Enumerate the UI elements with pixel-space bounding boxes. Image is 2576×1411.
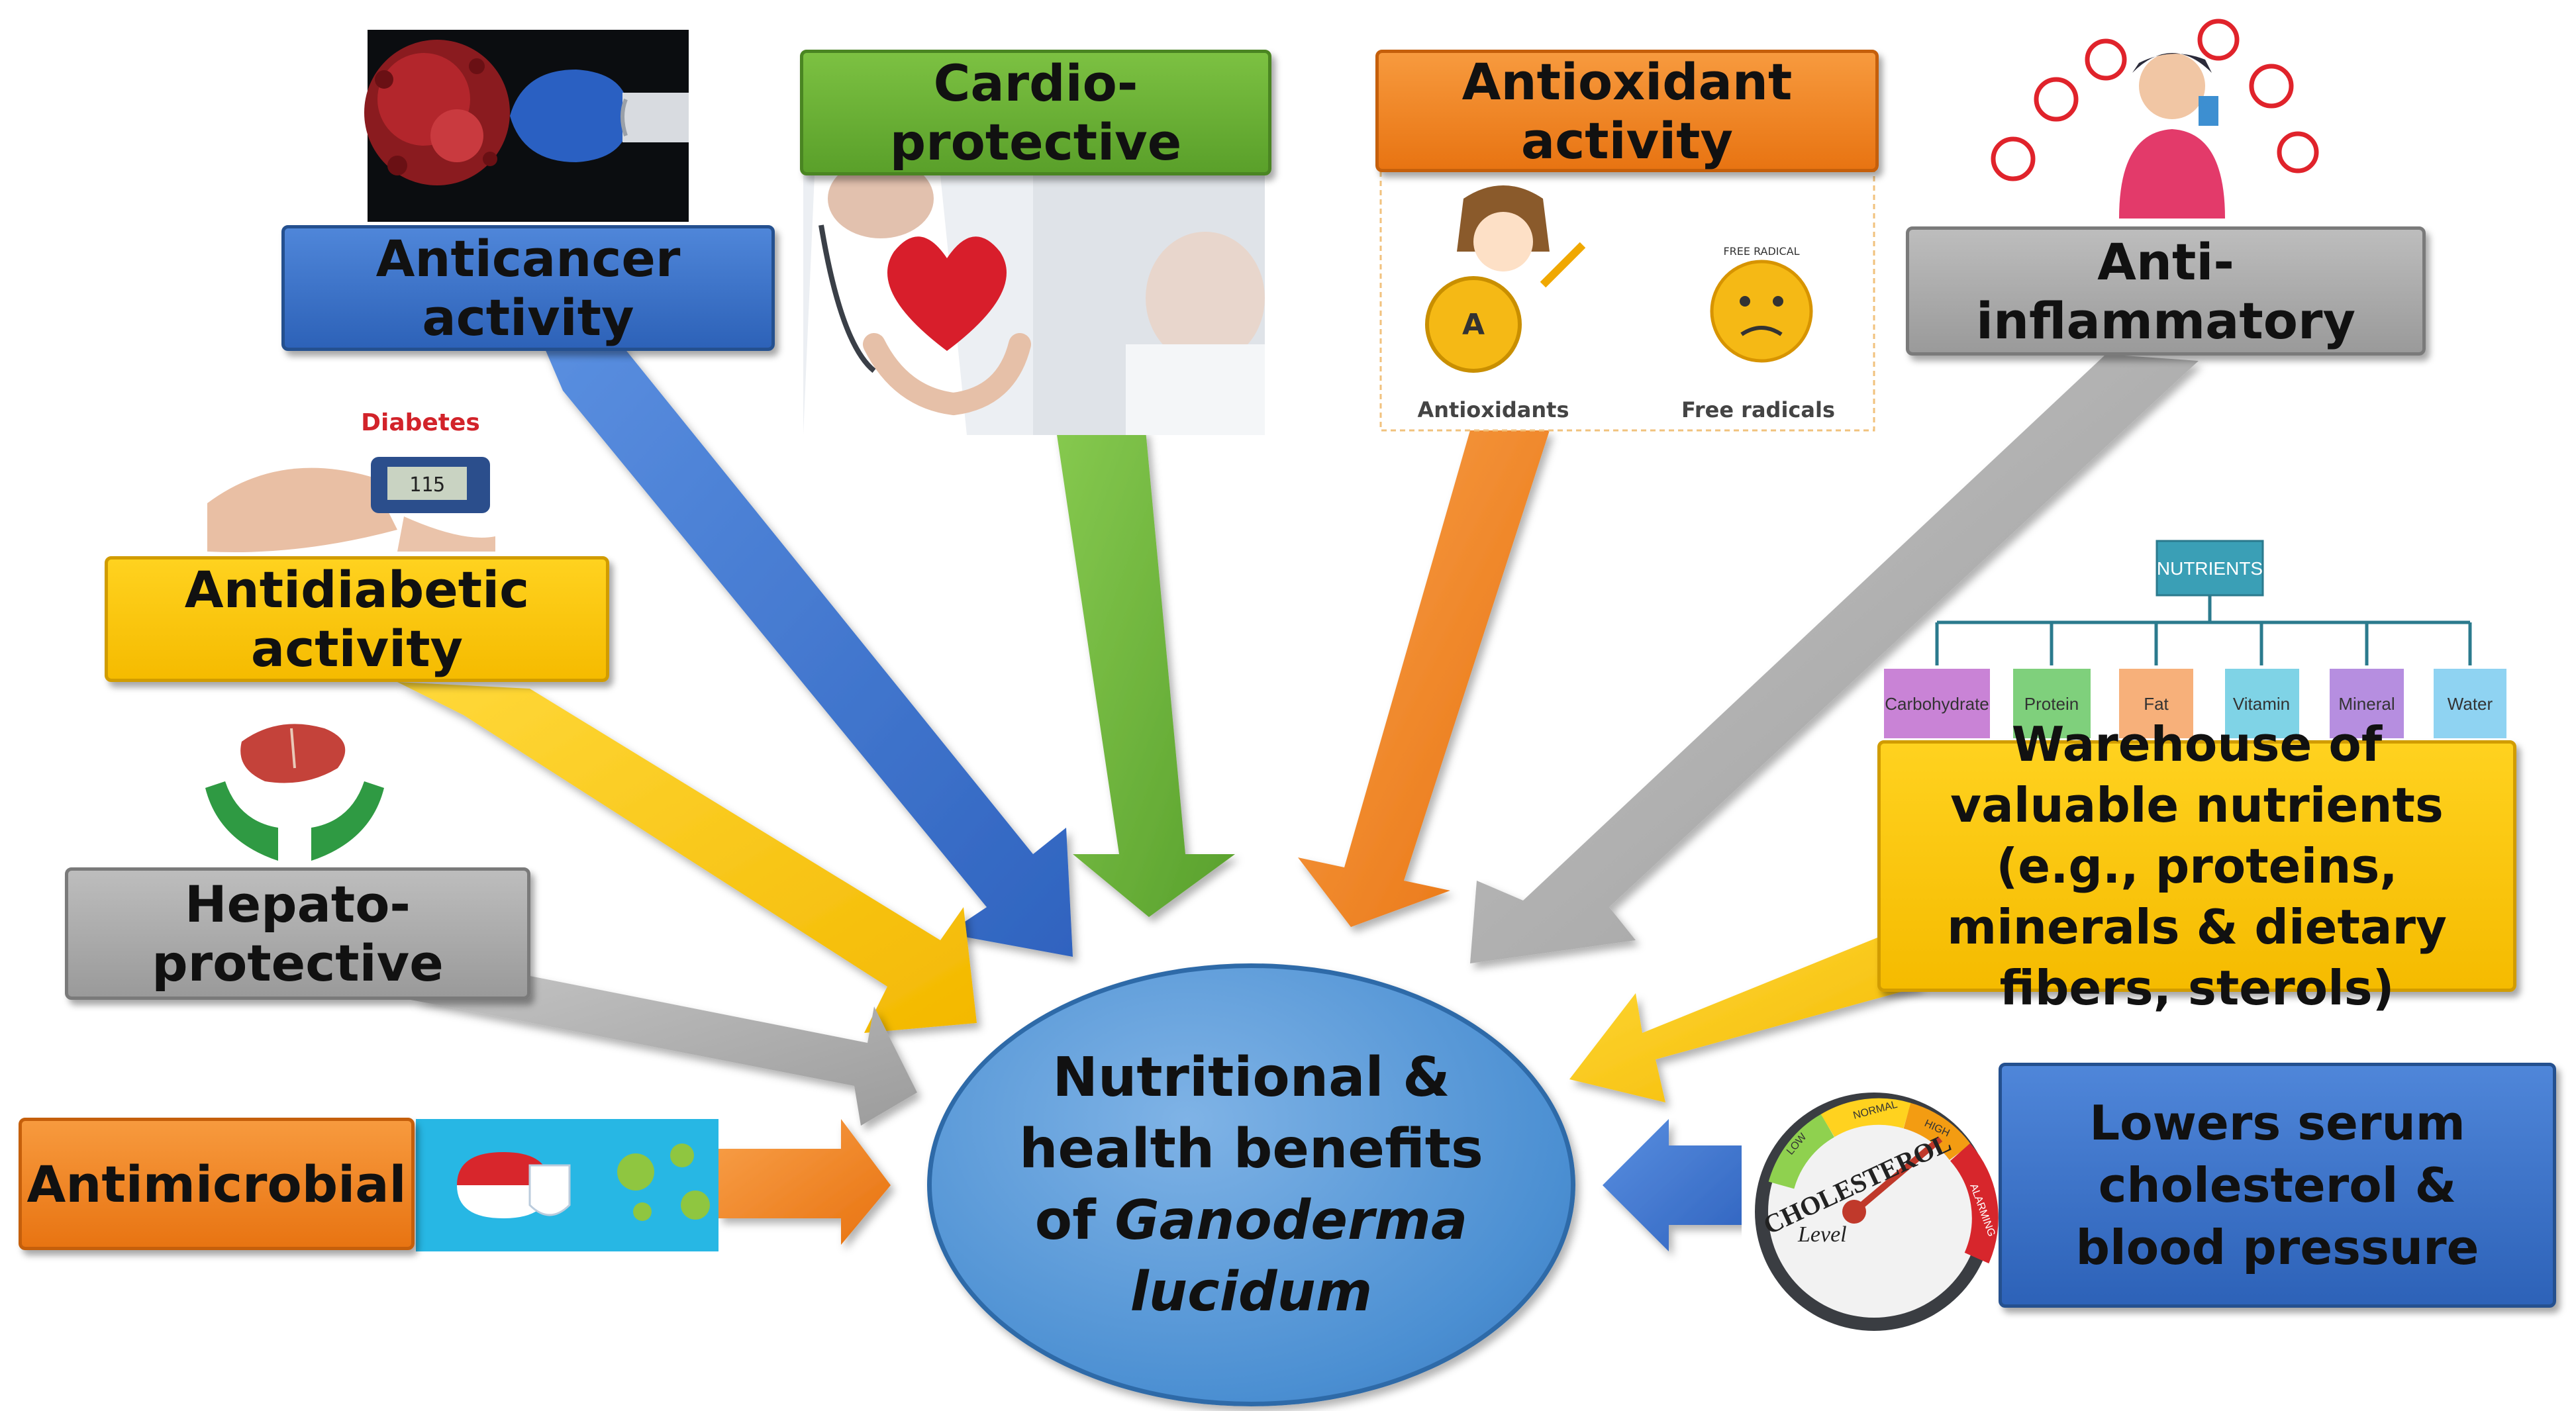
person-face-icon bbox=[2139, 53, 2205, 119]
antioxidants-caption: Antioxidants bbox=[1417, 397, 1569, 422]
boxing-glove-icon bbox=[510, 70, 629, 162]
antioxidant-box: Antioxidant activity bbox=[1375, 50, 1879, 172]
anti-inflammatory-image bbox=[1991, 19, 2319, 219]
cardio-label: Cardio-protective bbox=[889, 54, 1182, 171]
arrow-cholesterol bbox=[1603, 1119, 1748, 1251]
centre-line-3-prefix: of bbox=[1034, 1189, 1115, 1252]
cholesterol-gauge-image: CHOLESTEROL Level LOW NORMAL HIGH ALARMI… bbox=[1742, 1073, 1999, 1331]
nutrient-carbohydrate: Carbohydrate bbox=[1885, 694, 1989, 714]
sword-icon bbox=[1540, 242, 1586, 288]
warehouse-box: Warehouse of valuable nutrients (e.g., p… bbox=[1877, 716, 2516, 1016]
cholesterol-label: Lowers serum cholesterol & blood pressur… bbox=[2075, 1095, 2479, 1275]
central-ellipse: Nutritional & health benefits of Ganoder… bbox=[927, 963, 1575, 1406]
arrow-antioxidant bbox=[1298, 430, 1550, 927]
antimicrobial-box: Antimicrobial bbox=[19, 1118, 415, 1250]
anti-inflammatory-label: Anti-inflammatory bbox=[1975, 232, 2355, 350]
svg-text:A: A bbox=[1462, 308, 1485, 342]
nutrient-water: Water bbox=[2448, 694, 2493, 714]
centre-line-1: Nutritional & bbox=[1052, 1046, 1450, 1109]
arrow-antidiabetic bbox=[397, 682, 977, 1033]
anticancer-label: Anticancer activity bbox=[375, 229, 681, 347]
heart-icon bbox=[887, 236, 1007, 351]
svg-text:FREE RADICAL: FREE RADICAL bbox=[1723, 245, 1799, 258]
arrow-warehouse bbox=[1569, 934, 1920, 1102]
arrow-anticancer bbox=[543, 338, 1073, 957]
diabetes-label: Diabetes bbox=[361, 409, 480, 436]
nutrients-title: NUTRIENTS bbox=[2157, 558, 2263, 579]
anticancer-box: Anticancer activity bbox=[281, 225, 775, 351]
antimicrobial-image bbox=[416, 1119, 718, 1251]
cholesterol-box: Lowers serum cholesterol & blood pressur… bbox=[1999, 1063, 2556, 1308]
diabetes-image: Diabetes 115 bbox=[207, 389, 495, 553]
nutrient-vitamin: Vitamin bbox=[2233, 694, 2290, 714]
pill-icon bbox=[457, 1152, 550, 1185]
antimicrobial-label: Antimicrobial bbox=[26, 1154, 407, 1214]
antidiabetic-label: Antidiabetic activity bbox=[184, 560, 530, 678]
svg-text:115: 115 bbox=[409, 473, 445, 497]
hepato-box: Hepato-protective bbox=[65, 867, 530, 1000]
arrow-hepato bbox=[411, 973, 917, 1126]
nutrient-protein: Protein bbox=[2024, 694, 2079, 714]
nutrient-fat: Fat bbox=[2144, 694, 2169, 714]
cardio-box: Cardio-protective bbox=[800, 50, 1271, 175]
shield-icon bbox=[528, 1164, 571, 1216]
centre-genus: Ganoderma bbox=[1115, 1189, 1468, 1252]
nutrients-diagram: NUTRIENTS Carbohydrate Protein Fat Vitam… bbox=[1884, 540, 2506, 738]
antioxidant-image: A FREE RADICAL Antioxidants Free radical… bbox=[1379, 168, 1875, 432]
anti-inflammatory-box: Anti-inflammatory bbox=[1906, 226, 2426, 356]
arrow-anti-inflammatory bbox=[1470, 354, 2199, 963]
anticancer-image bbox=[364, 30, 689, 222]
bacteria-icon bbox=[617, 1153, 654, 1191]
right-hand-leaf-icon bbox=[311, 781, 384, 861]
svg-text:Level: Level bbox=[1797, 1222, 1847, 1247]
free-radical-icon bbox=[1710, 260, 1813, 363]
antioxidant-label: Antioxidant activity bbox=[1461, 52, 1793, 170]
inhaler-icon bbox=[2199, 96, 2218, 126]
stethoscope-icon bbox=[818, 224, 876, 373]
left-hand-leaf-icon bbox=[205, 781, 278, 861]
arrow-cardio bbox=[1056, 430, 1235, 917]
centre-line-3: of Ganoderma bbox=[1035, 1185, 1467, 1257]
arrow-antimicrobial bbox=[718, 1119, 891, 1245]
nutrient-mineral: Mineral bbox=[2338, 694, 2395, 714]
centre-species: lucidum bbox=[1130, 1260, 1373, 1324]
gauge-needle-icon bbox=[1852, 1136, 1943, 1214]
centre-line-2: health benefits bbox=[1019, 1117, 1483, 1181]
cardio-image bbox=[803, 159, 1265, 435]
antidiabetic-box: Antidiabetic activity bbox=[105, 556, 609, 682]
free-radicals-caption: Free radicals bbox=[1681, 397, 1835, 422]
hepato-label: Hepato-protective bbox=[152, 875, 444, 993]
shield-icon bbox=[1425, 276, 1522, 373]
warehouse-label: Warehouse of valuable nutrients (e.g., p… bbox=[1947, 716, 2447, 1016]
liver-image bbox=[205, 724, 384, 861]
